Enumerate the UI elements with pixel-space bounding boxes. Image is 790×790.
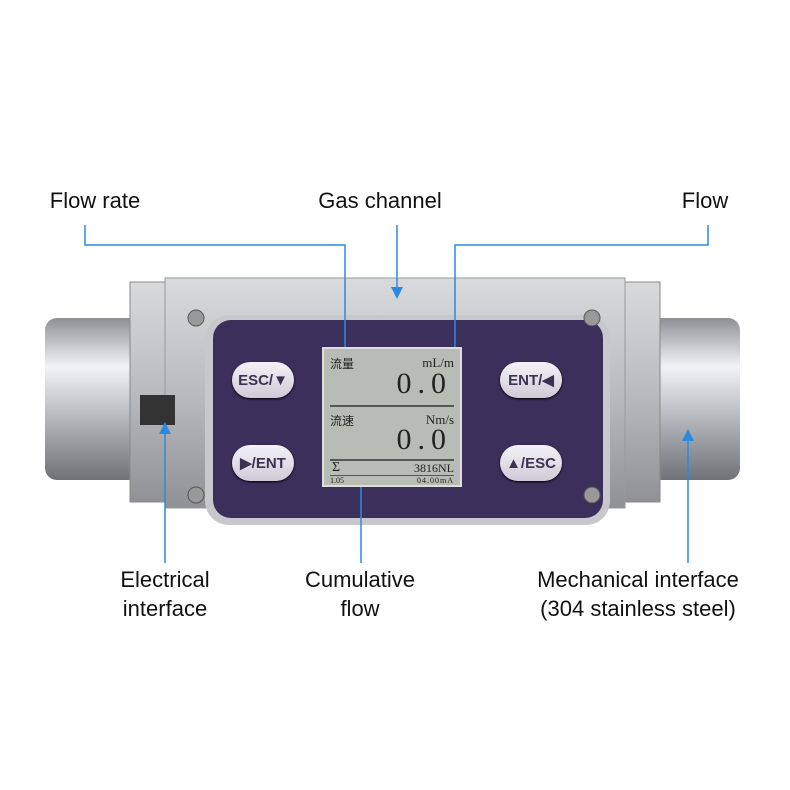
right-pipe (650, 318, 740, 480)
lcd-display: 流量 mL/m 0.0 流速 Nm/s 0.0 Σ 3816NL 1.05 04… (322, 347, 462, 487)
divider (330, 475, 454, 476)
electrical-connector (140, 395, 175, 425)
screw-icon (187, 309, 205, 327)
screw-icon (187, 486, 205, 504)
flow-value: 0.0 (396, 367, 452, 400)
label-line: flow (340, 596, 380, 621)
right-ent-button[interactable]: ▶/ENT (232, 445, 294, 481)
version: 1.05 (330, 476, 344, 485)
flow-unit: mL/m (422, 355, 454, 370)
speed-label: 流速 (330, 414, 355, 428)
label-line: interface (122, 596, 208, 621)
flow-pointer (449, 225, 709, 366)
label-electrical-interface: Electrical interface (95, 565, 235, 623)
esc-down-button[interactable]: ESC/▼ (232, 362, 294, 398)
label-line: Mechanical interface (537, 567, 739, 592)
label-cumulative-flow: Cumulative flow (285, 565, 435, 623)
label-gas-channel: Gas channel (318, 188, 442, 213)
label-mechanical-interface: Mechanical interface (304 stainless steel… (510, 565, 766, 623)
divider (330, 459, 454, 461)
label-flow: Flow (681, 188, 729, 213)
speed-unit: Nm/s (425, 412, 454, 427)
up-esc-button[interactable]: ▲/ESC (500, 445, 562, 481)
ent-left-button[interactable]: ENT/◀ (500, 362, 562, 398)
left-flange (129, 281, 171, 503)
label-flow-rate: Flow rate (49, 188, 141, 213)
divider (330, 405, 454, 407)
current-output: 04.00mA (417, 476, 454, 485)
right-flange (619, 281, 661, 503)
sigma-symbol: Σ (332, 460, 341, 475)
flow-rate-pointer (84, 225, 351, 434)
flow-label: 流量 (330, 357, 355, 371)
left-pipe (45, 318, 140, 480)
screw-icon (583, 486, 601, 504)
label-line: (304 stainless steel) (540, 596, 736, 621)
label-line: Electrical (120, 567, 210, 592)
label-line: Cumulative (304, 567, 416, 592)
cumulative-total: 3816NL (414, 461, 454, 475)
screw-icon (583, 309, 601, 327)
speed-value: 0.0 (396, 423, 452, 456)
